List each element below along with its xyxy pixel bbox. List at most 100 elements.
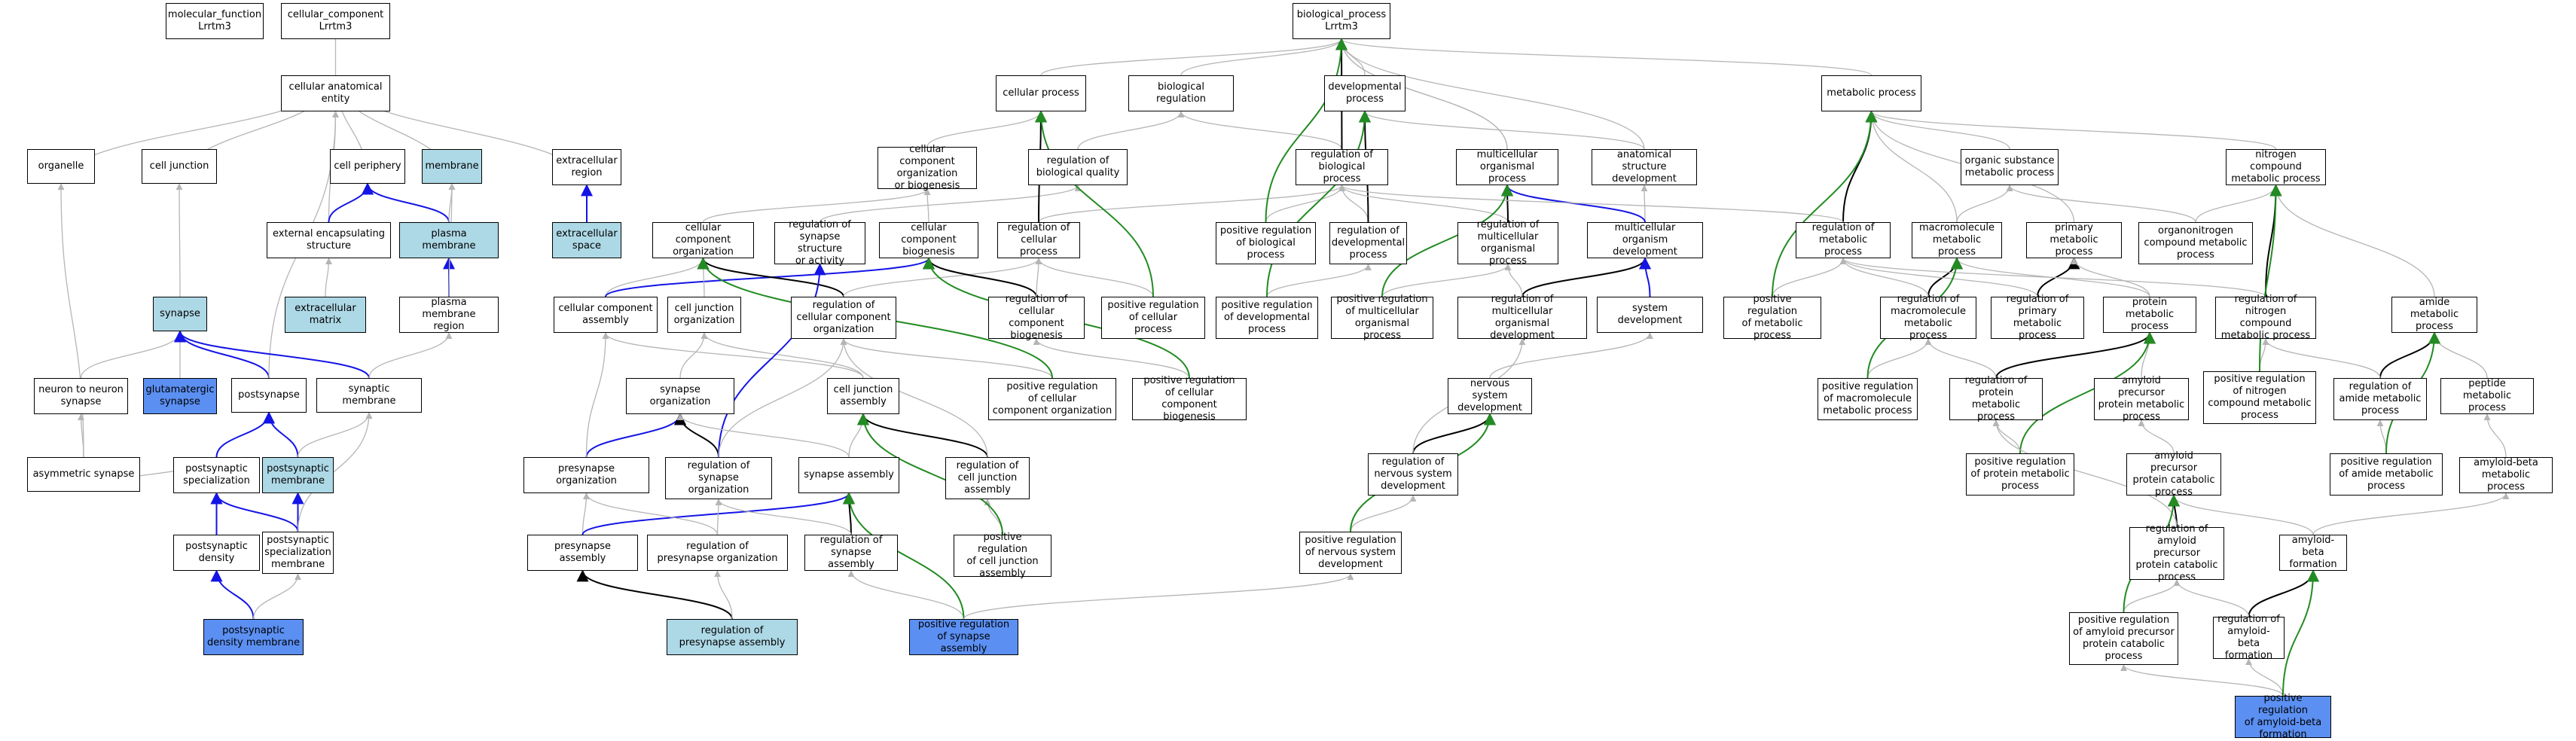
node-postsynaptic-density-membrane[interactable]: postsynaptic density membrane <box>203 619 304 655</box>
node-extracellular-matrix[interactable]: extracellular matrix <box>285 297 366 333</box>
node-synapse-organization[interactable]: synapse organization <box>626 378 734 414</box>
node-glutamatergic-synapse[interactable]: glutamatergic synapse <box>143 378 217 414</box>
node-positive-regulation-of-cell-junction-assembly[interactable]: positive regulation of cell junction ass… <box>954 532 1051 579</box>
node-regulation-of-cellular-component-biogenesis[interactable]: regulation of cellular component biogene… <box>988 294 1085 341</box>
node-synapse[interactable]: synapse <box>153 297 207 331</box>
node-amide-metabolic-process[interactable]: amide metabolic process <box>2391 297 2477 333</box>
node-plasma-membrane[interactable]: plasma membrane <box>399 222 499 258</box>
node-cellular-process[interactable]: cellular process <box>996 75 1086 111</box>
node-neuron-to-neuron-synapse[interactable]: neuron to neuron synapse <box>34 378 128 414</box>
node-regulation-of-primary-metabolic-process[interactable]: regulation of primary metabolic process <box>1991 294 2084 341</box>
node-presynapse-organization[interactable]: presynapse organization <box>523 457 649 493</box>
node-cellular-component-biogenesis[interactable]: cellular component biogenesis <box>879 222 978 258</box>
node-amyloid-precursor-protein-catabolic-process[interactable]: amyloid precursor protein catabolic proc… <box>2126 450 2221 498</box>
node-regulation-of-protein-metabolic-process[interactable]: regulation of protein metabolic process <box>1949 375 2043 422</box>
node-organic-substance-metabolic-process[interactable]: organic substance metabolic process <box>1961 149 2059 185</box>
node-positive-regulation-of-synapse-assembly[interactable]: positive regulation of synapse assembly <box>909 619 1018 655</box>
node-macromolecule-metabolic-process[interactable]: macromolecule metabolic process <box>1912 222 2002 258</box>
node-asymmetric-synapse[interactable]: asymmetric synapse <box>27 457 140 492</box>
node-cellular-component-organization-or-biogenesis[interactable]: cellular component organization or bioge… <box>877 144 977 191</box>
node-postsynaptic-membrane[interactable]: postsynaptic membrane <box>262 457 334 493</box>
node-cellular-component-organization[interactable]: cellular component organization <box>652 222 754 258</box>
node-amyloid-beta-metabolic-process[interactable]: amyloid-beta metabolic process <box>2459 457 2553 493</box>
node-cell-junction-assembly[interactable]: cell junction assembly <box>827 378 899 414</box>
node-organonitrogen-compound-metabolic-process[interactable]: organonitrogen compound metabolic proces… <box>2138 222 2253 264</box>
node-positive-regulation-of-developmental-process[interactable]: positive regulation of developmental pro… <box>1216 297 1318 339</box>
node-anatomical-structure-development[interactable]: anatomical structure development <box>1592 149 1697 185</box>
node-postsynaptic-specialization-membrane[interactable]: postsynaptic specialization membrane <box>262 532 334 574</box>
node-postsynaptic-specialization[interactable]: postsynaptic specialization <box>173 457 260 493</box>
node-protein-metabolic-process[interactable]: protein metabolic process <box>2103 297 2196 333</box>
node-extracellular-space[interactable]: extracellular space <box>552 222 621 258</box>
node-positive-regulation-of-biological-process[interactable]: positive regulation of biological proces… <box>1216 222 1316 264</box>
node-amyloid-beta-formation[interactable]: amyloid-beta formation <box>2279 535 2347 571</box>
node-positive-regulation-of-amyloid-precursor-protein-catabolic-process[interactable]: positive regulation of amyloid precursor… <box>2069 612 2178 665</box>
node-multicellular-organism-development[interactable]: multicellular organism development <box>1587 222 1703 258</box>
node-cell-junction-organization[interactable]: cell junction organization <box>667 297 741 333</box>
node-cell-junction[interactable]: cell junction <box>142 149 217 184</box>
node-regulation-of-biological-quality[interactable]: regulation of biological quality <box>1028 149 1128 185</box>
node-cellular-component[interactable]: cellular_component Lrrtm3 <box>281 3 390 39</box>
node-developmental-process[interactable]: developmental process <box>1324 75 1406 111</box>
edge-rso-to-rcco <box>718 338 847 458</box>
node-regulation-of-biological-process[interactable]: regulation of biological process <box>1296 149 1388 185</box>
node-metabolic-process[interactable]: metabolic process <box>1821 75 1921 111</box>
node-cellular-anatomical-entity[interactable]: cellular anatomical entity <box>281 75 390 111</box>
edge-rmmp-to-rmp <box>1839 258 1929 297</box>
node-regulation-of-cell-junction-assembly[interactable]: regulation of cell junction assembly <box>945 457 1030 499</box>
node-multicellular-organismal-process[interactable]: multicellular organismal process <box>1456 149 1558 185</box>
node-nitrogen-compound-metabolic-process[interactable]: nitrogen compound metabolic process <box>2226 149 2326 185</box>
node-primary-metabolic-process[interactable]: primary metabolic process <box>2026 222 2122 258</box>
node-regulation-of-synapse-structure-or-activity[interactable]: regulation of synapse structure or activ… <box>774 219 865 267</box>
node-regulation-of-presynapse-assembly[interactable]: regulation of presynapse assembly <box>667 619 798 655</box>
edge-prmop-to-mop <box>1381 184 1513 297</box>
node-plasma-membrane-region[interactable]: plasma membrane region <box>399 297 499 333</box>
node-positive-regulation-of-nervous-system-development[interactable]: positive regulation of nervous system de… <box>1299 532 1402 574</box>
edge-prsa-to-rsa <box>847 570 965 620</box>
node-regulation-of-multicellular-organismal-development[interactable]: regulation of multicellular organismal d… <box>1457 294 1587 341</box>
node-positive-regulation-of-amyloid-beta-formation[interactable]: positive regulation of amyloid-beta form… <box>2235 693 2331 740</box>
node-synaptic-membrane[interactable]: synaptic membrane <box>316 378 422 413</box>
node-cellular-component-assembly[interactable]: cellular component assembly <box>554 297 658 333</box>
node-regulation-of-cellular-component-organization[interactable]: regulation of cellular component organiz… <box>791 297 896 339</box>
node-regulation-of-synapse-organization[interactable]: regulation of synapse organization <box>665 457 772 499</box>
node-positive-regulation-of-cellular-process[interactable]: positive regulation of cellular process <box>1101 297 1205 339</box>
node-positive-regulation-of-amide-metabolic-process[interactable]: positive regulation of amide metabolic p… <box>2330 453 2443 496</box>
node-synapse-assembly[interactable]: synapse assembly <box>798 457 899 493</box>
node-molecular-function[interactable]: molecular_function Lrrtm3 <box>166 3 264 39</box>
node-postsynaptic-density[interactable]: postsynaptic density <box>173 535 260 571</box>
node-regulation-of-macromolecule-metabolic-process[interactable]: regulation of macromolecule metabolic pr… <box>1880 294 1976 341</box>
node-regulation-of-presynapse-organization[interactable]: regulation of presynapse organization <box>647 535 788 571</box>
node-regulation-of-nitrogen-compound-metabolic-process[interactable]: regulation of nitrogen compound metaboli… <box>2215 294 2316 341</box>
node-positive-regulation-of-macromolecule-metabolic-process[interactable]: positive regulation of macromolecule met… <box>1818 378 1918 420</box>
node-regulation-of-amyloid-beta-formation[interactable]: regulation of amyloid-beta formation <box>2213 614 2285 661</box>
node-presynapse-assembly[interactable]: presynapse assembly <box>527 535 638 571</box>
node-peptide-metabolic-process[interactable]: peptide metabolic process <box>2440 378 2534 414</box>
node-amyloid-precursor-protein-metabolic-process[interactable]: amyloid precursor protein metabolic proc… <box>2094 375 2189 422</box>
node-regulation-of-cellular-process[interactable]: regulation of cellular process <box>997 222 1080 258</box>
node-positive-regulation-of-protein-metabolic-process[interactable]: positive regulation of protein metabolic… <box>1966 453 2074 496</box>
node-organelle[interactable]: organelle <box>27 149 95 184</box>
node-biological-regulation[interactable]: biological regulation <box>1128 75 1234 111</box>
node-positive-regulation-of-cellular-component-biogenesis[interactable]: positive regulation of cellular componen… <box>1132 375 1247 422</box>
node-regulation-of-metabolic-process[interactable]: regulation of metabolic process <box>1796 222 1891 258</box>
node-regulation-of-synapse-assembly[interactable]: regulation of synapse assembly <box>804 535 898 571</box>
node-cell-periphery[interactable]: cell periphery <box>330 149 405 184</box>
edge-prapcp-to-rapcp <box>2123 579 2181 613</box>
node-regulation-of-nervous-system-development[interactable]: regulation of nervous system development <box>1368 453 1458 496</box>
node-regulation-of-multicellular-organismal-process[interactable]: regulation of multicellular organismal p… <box>1457 219 1558 267</box>
node-regulation-of-developmental-process[interactable]: regulation of developmental process <box>1329 222 1407 264</box>
node-biological-process[interactable]: biological_process Lrrtm3 <box>1293 3 1390 39</box>
node-system-development[interactable]: system development <box>1597 297 1703 333</box>
node-positive-regulation-of-cellular-component-organization[interactable]: positive regulation of cellular componen… <box>988 378 1116 420</box>
node-positive-regulation-of-nitrogen-compound-metabolic-process[interactable]: positive regulation of nitrogen compound… <box>2203 371 2316 424</box>
node-regulation-of-amide-metabolic-process[interactable]: regulation of amide metabolic process <box>2333 378 2427 420</box>
node-regulation-of-amyloid-precursor-protein-catabolic-process[interactable]: regulation of amyloid precursor protein … <box>2129 523 2224 583</box>
node-positive-regulation-of-multicellular-organismal-process[interactable]: positive regulation of multicellular org… <box>1331 294 1433 341</box>
node-nervous-system-development[interactable]: nervous system development <box>1448 378 1532 414</box>
node-postsynapse[interactable]: postsynapse <box>231 378 307 413</box>
node-extracellular-region[interactable]: extracellular region <box>552 149 621 185</box>
node-positive-regulation-of-metabolic-process[interactable]: positive regulation of metabolic process <box>1723 294 1821 341</box>
node-external-encapsulating-structure[interactable]: external encapsulating structure <box>267 222 391 258</box>
node-membrane[interactable]: membrane <box>422 149 482 184</box>
